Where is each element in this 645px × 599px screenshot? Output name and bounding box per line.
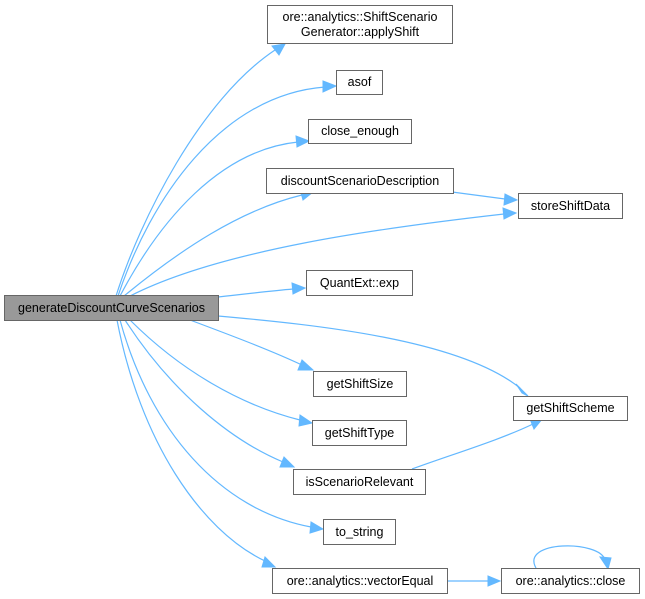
edge-close-self-loop (533, 545, 612, 571)
edge-root-to-to-string (119, 319, 325, 534)
node-discountScenarioDescription[interactable]: discountScenarioDescription (266, 168, 454, 194)
node-QuantExt-exp[interactable]: QuantExt::exp (306, 270, 413, 296)
node-vectorEqual[interactable]: ore::analytics::vectorEqual (272, 568, 448, 594)
node-isScenarioRelevant[interactable]: isScenarioRelevant (293, 469, 426, 495)
edge-isScenarioRelevant-to-getShiftScheme (411, 417, 545, 470)
edge-root-to-getShiftScheme (217, 315, 529, 397)
node-generateDiscountCurveScenarios[interactable]: generateDiscountCurveScenarios (4, 295, 219, 321)
edge-root-to-close-enough (119, 135, 311, 297)
edge-root-to-getShiftType (129, 319, 314, 427)
edge-root-to-vectorEqual (116, 319, 277, 568)
node-ore-analytics-close[interactable]: ore::analytics::close (501, 568, 640, 594)
edge-vectorEqual-to-close (447, 575, 502, 587)
node-close-enough[interactable]: close_enough (308, 119, 412, 144)
edge-root-to-exp (217, 282, 307, 298)
edge-root-to-applyShift (115, 43, 286, 297)
node-getShiftType[interactable]: getShiftType (312, 420, 407, 446)
edge-discountScenarioDescription-to-storeShiftData (451, 191, 519, 206)
edge-root-to-isScenarioRelevant (124, 319, 296, 468)
edge-root-to-getShiftSize (189, 319, 315, 371)
node-applyShift[interactable]: ore::analytics::ShiftScenario Generator:… (267, 5, 453, 44)
node-getShiftSize[interactable]: getShiftSize (313, 371, 407, 397)
edge-root-to-storeShiftData (129, 207, 518, 297)
edge-root-to-asof (117, 80, 338, 297)
node-getShiftScheme[interactable]: getShiftScheme (513, 396, 628, 421)
node-storeShiftData[interactable]: storeShiftData (518, 193, 623, 219)
node-to-string[interactable]: to_string (323, 519, 396, 545)
node-asof[interactable]: asof (336, 70, 383, 95)
